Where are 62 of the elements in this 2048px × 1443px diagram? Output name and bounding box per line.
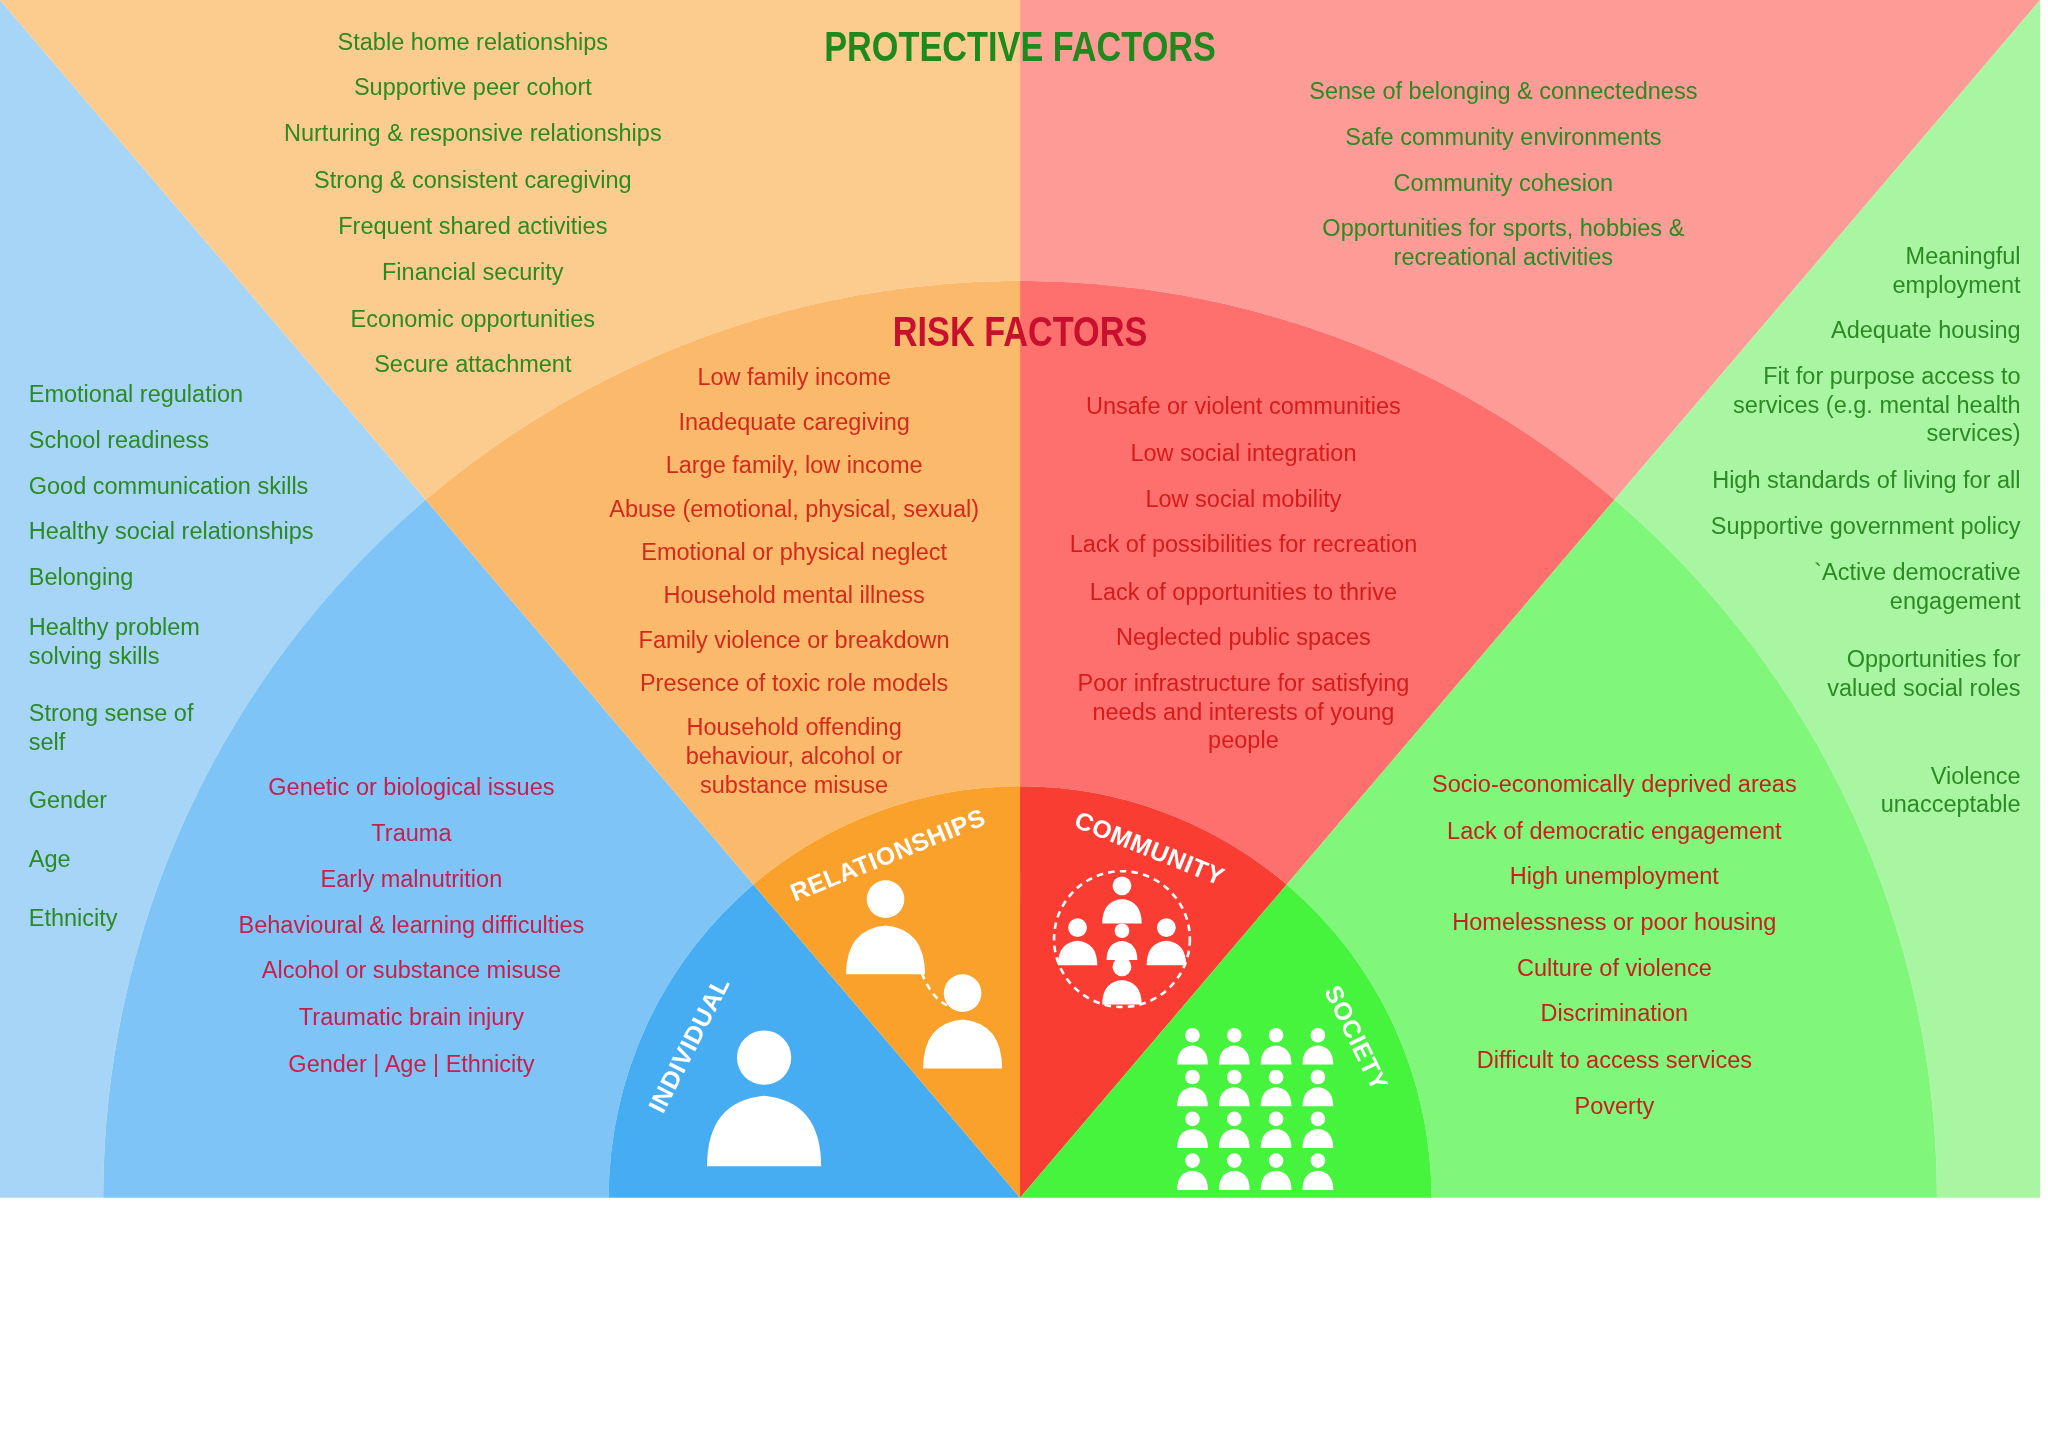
factor-text: Adequate housing bbox=[1831, 316, 2021, 345]
factor-text: Traumatic brain injury bbox=[298, 1003, 524, 1032]
factor-text: Economic opportunities bbox=[350, 304, 595, 334]
factor-text: Emotional or physical neglect bbox=[641, 538, 947, 567]
factor-text: Healthy social relationships bbox=[28, 517, 314, 546]
section-heading: PROTECTIVE FACTORS bbox=[824, 23, 1216, 72]
factor-text: Supportive government policy bbox=[1710, 512, 2021, 541]
factor-text: Presence of toxic role models bbox=[639, 669, 949, 698]
factor-text: Supportive peer cohort bbox=[353, 73, 592, 102]
factor-text: Fit for purpose access to services (e.g. mental health services) bbox=[1732, 362, 2021, 448]
factor-text: Household offending behaviour, alcohol or substance misuse bbox=[684, 713, 904, 800]
factor-text: Homelessness or poor housing bbox=[1452, 908, 1777, 937]
factor-text: Lack of possibilities for recreation bbox=[1069, 530, 1418, 559]
factor-text: Neglected public spaces bbox=[1116, 623, 1371, 652]
factor-text: Nurturing & responsive relationships bbox=[284, 119, 662, 148]
factor-text: Gender | Age | Ethnicity bbox=[288, 1050, 535, 1079]
factor-text: Belonging bbox=[28, 563, 134, 592]
factor-text: Low family income bbox=[697, 363, 891, 392]
factor-text: Early malnutrition bbox=[320, 864, 503, 894]
factor-text: Opportunities for valued social roles bbox=[1826, 645, 2021, 703]
factor-text: Trauma bbox=[371, 819, 452, 848]
factor-text: Abuse (emotional, physical, sexual) bbox=[609, 495, 980, 524]
factor-text: High unemployment bbox=[1509, 862, 1719, 891]
factor-text: Poor infrastructure for satisfying needs and interests of young people bbox=[1076, 669, 1411, 755]
factor-text: Good communication skills bbox=[28, 471, 309, 501]
factor-text: Behavioural & learning difficulties bbox=[238, 910, 585, 940]
factor-text: Violence unacceptable bbox=[1879, 761, 2021, 819]
factor-text: Inadequate caregiving bbox=[678, 407, 910, 437]
factor-text: Low social integration bbox=[1130, 439, 1357, 468]
factor-text: School readiness bbox=[28, 426, 210, 455]
factor-text: Genetic or biological issues bbox=[268, 773, 555, 802]
factor-text: Healthy problem solving skills bbox=[28, 612, 201, 671]
factor-text: Opportunities for sports, hobbies & recreational activities bbox=[1321, 214, 1686, 272]
factor-text: Family violence or breakdown bbox=[638, 625, 950, 655]
factor-text: `Active democrative engagement bbox=[1813, 558, 2021, 616]
factor-text: Lack of democratic engagement bbox=[1447, 816, 1782, 846]
factor-text: Poverty bbox=[1574, 1092, 1655, 1121]
factor-text: Meaningful employment bbox=[1891, 241, 2021, 300]
factor-text: Low social mobility bbox=[1145, 484, 1342, 514]
factor-text: Sense of belonging & connectedness bbox=[1309, 77, 1698, 106]
factor-text: High standards of living for all bbox=[1712, 466, 2021, 495]
factor-text: Community cohesion bbox=[1393, 168, 1614, 198]
factor-text: Socio-economically deprived areas bbox=[1432, 769, 1797, 799]
factor-text: Financial security bbox=[382, 257, 564, 287]
factor-text: Discrimination bbox=[1540, 999, 1689, 1028]
factor-text: Emotional regulation bbox=[28, 380, 244, 409]
factor-text: Lack of opportunities to thrive bbox=[1089, 577, 1397, 607]
factor-text: Frequent shared activities bbox=[338, 211, 608, 241]
factor-text: Age bbox=[28, 845, 71, 874]
factor-text: Strong sense of self bbox=[28, 699, 195, 757]
factor-text: Large family, low income bbox=[665, 450, 923, 480]
factor-text: Difficult to access services bbox=[1476, 1046, 1752, 1075]
factor-text: Culture of violence bbox=[1517, 953, 1712, 983]
factor-text: Stable home relationships bbox=[337, 27, 609, 57]
factor-text: Alcohol or substance misuse bbox=[261, 956, 562, 985]
factor-text: Safe community environments bbox=[1345, 123, 1662, 152]
factor-text: Gender bbox=[28, 786, 108, 815]
factor-text: Secure attachment bbox=[374, 350, 572, 379]
factor-text: Unsafe or violent communities bbox=[1085, 392, 1401, 421]
factor-text: Household mental illness bbox=[663, 581, 925, 610]
factor-text: Ethnicity bbox=[28, 904, 118, 933]
factor-text: Strong & consistent caregiving bbox=[314, 166, 632, 195]
